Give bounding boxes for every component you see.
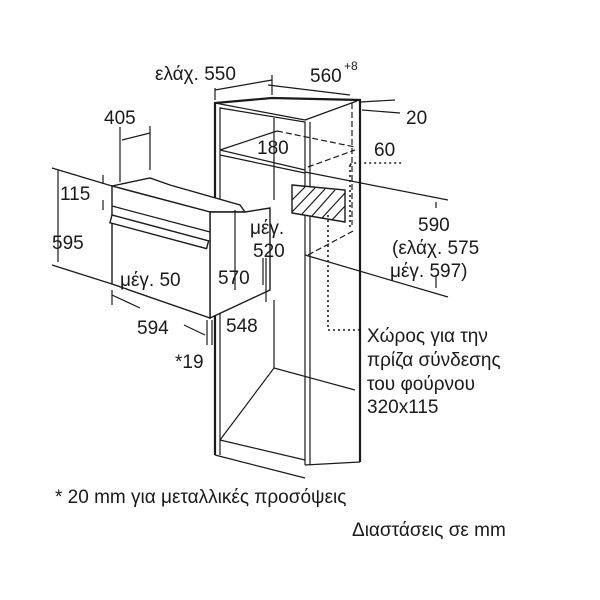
socket-note-line: 320x115 [367,397,439,418]
dim-405: 405 [104,108,136,129]
dimension-lines [51,75,449,345]
dim-570: 570 [218,268,250,289]
socket-area [291,162,402,331]
dim-590: 590 [418,215,450,236]
dim-20: 20 [406,108,427,129]
dimension-labels: ελάχ. 550 560 +8 20 405 180 60 115 595 5… [52,59,479,373]
dim-min-550: ελάχ. 550 [155,64,236,85]
dim-595: 595 [52,233,84,254]
dim-max-50: μέγ. 50 [120,270,181,291]
dim-max-597: μέγ. 597) [390,261,468,282]
socket-note-line: του φούρνου [367,374,475,395]
dim-19: *19 [175,352,204,373]
oven [109,177,271,320]
footnote: * 20 mm για μεταλλικές προσόψεις [55,487,346,508]
dim-594: 594 [137,318,169,339]
units-note: Διαστάσεις σε mm [352,520,506,541]
socket-note-line: Χώρος για την [367,326,488,347]
dim-115: 115 [60,184,90,205]
dim-560: 560 [310,66,342,87]
dim-60: 60 [374,140,395,161]
dim-max-label: μέγ. [250,218,284,239]
socket-note-line: πρίζα σύνδεσης [367,350,501,371]
socket-note: Χώρος για την πρίζα σύνδεσης του φούρνου… [367,326,501,418]
dim-min-575: (ελάχ. 575 [392,238,479,259]
dim-520: 520 [253,241,285,262]
dim-560-tolerance: +8 [344,59,358,73]
dim-548: 548 [226,316,258,337]
dim-180: 180 [257,138,289,159]
